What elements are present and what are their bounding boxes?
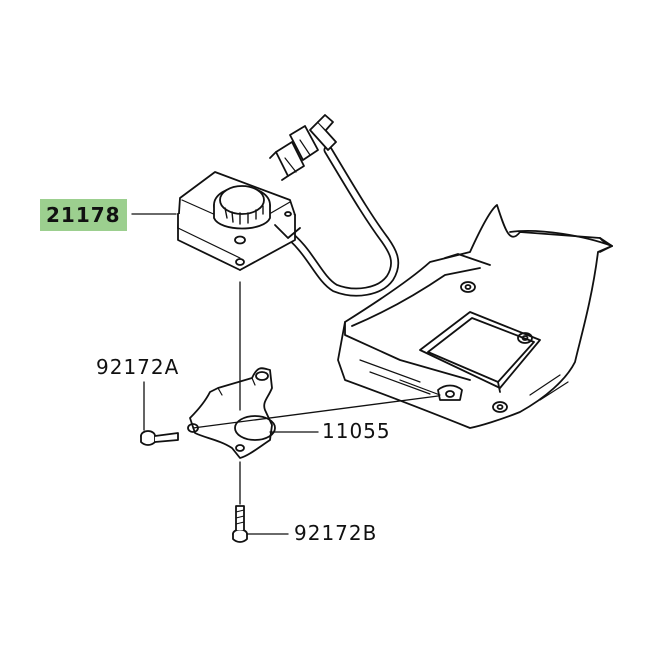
bolt-b-drawing xyxy=(232,505,248,543)
part-number-92172a[interactable]: 92172A xyxy=(96,355,180,379)
bolt-a-drawing xyxy=(140,430,179,446)
fairing-panel-drawing xyxy=(337,204,613,429)
assembly-line-bracket-fairing xyxy=(192,395,439,429)
part-number-92172b[interactable]: 92172B xyxy=(294,521,378,545)
part-number-21178[interactable]: 21178 xyxy=(40,199,127,231)
leader-lines xyxy=(131,213,439,535)
bracket-drawing xyxy=(187,367,276,459)
part-number-11055[interactable]: 11055 xyxy=(322,419,391,443)
control-unit-drawing xyxy=(177,171,301,271)
wire-harness-drawing xyxy=(269,114,400,297)
